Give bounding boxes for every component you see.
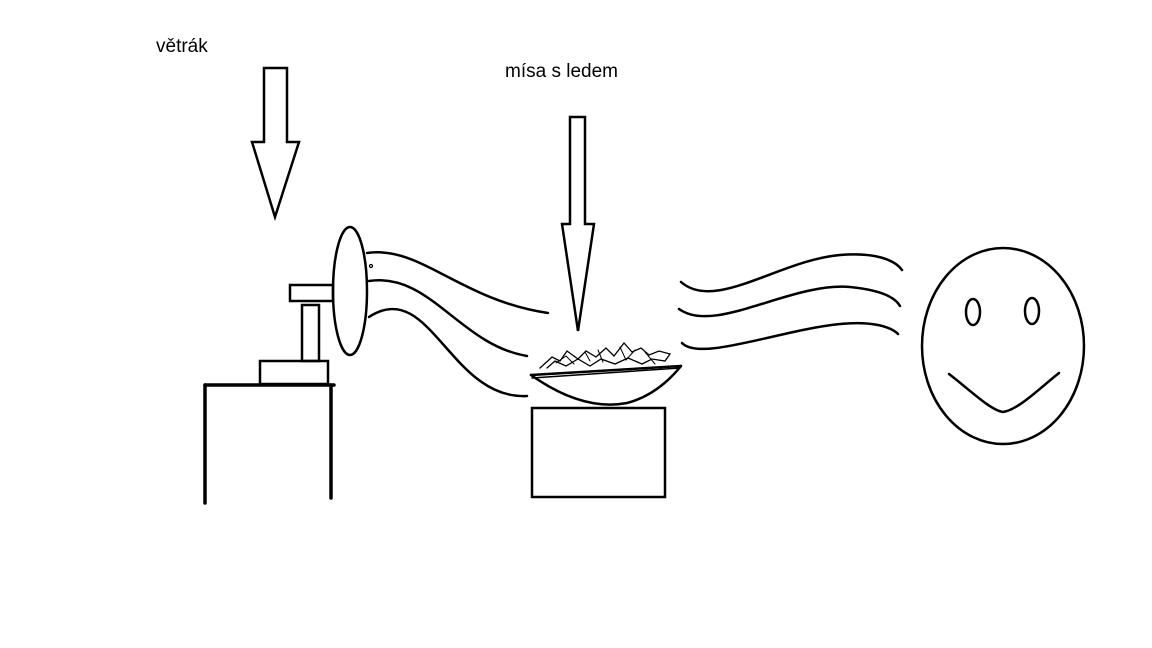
air-flow-in bbox=[365, 250, 550, 398]
face-outline bbox=[920, 246, 1086, 446]
air-flow-out bbox=[677, 253, 904, 351]
left-eye bbox=[964, 297, 982, 327]
bowl-pointer-arrow bbox=[560, 115, 596, 332]
mouth bbox=[947, 371, 1061, 414]
fan-motor bbox=[288, 283, 335, 303]
fan-pointer-arrow bbox=[250, 66, 301, 222]
fan-blade bbox=[331, 225, 369, 357]
fan-label: větrák bbox=[156, 36, 208, 57]
fan-icon bbox=[258, 225, 374, 386]
fan-table bbox=[203, 383, 336, 505]
fan-base bbox=[258, 359, 330, 386]
ice-bowl-icon bbox=[529, 341, 683, 406]
ice-pieces bbox=[539, 341, 672, 369]
right-eye bbox=[1023, 296, 1041, 326]
smiley-face-icon bbox=[920, 246, 1086, 446]
ice-bowl-label: mísa s ledem bbox=[505, 61, 618, 82]
fan-stand bbox=[300, 303, 321, 363]
bowl-stand bbox=[530, 406, 667, 499]
